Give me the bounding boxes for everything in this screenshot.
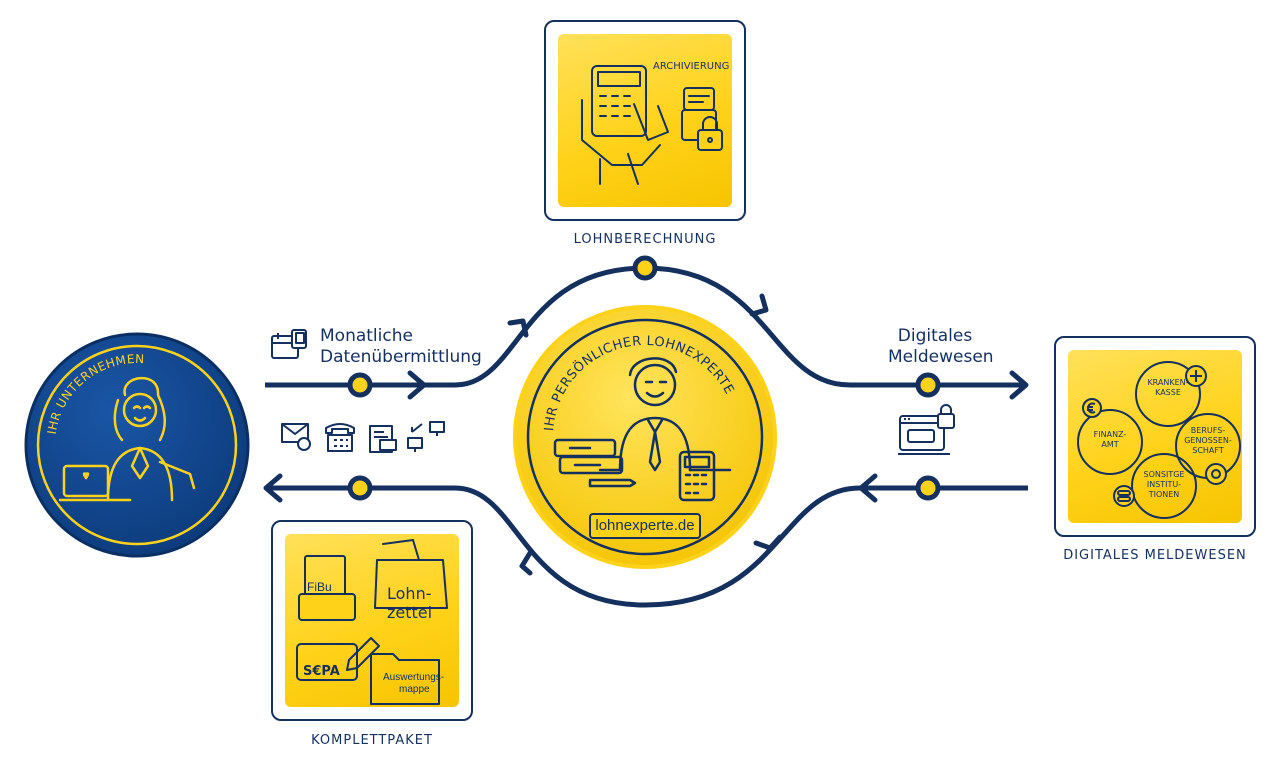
fibu-label: FiBu [307, 580, 332, 594]
website-badge[interactable]: lohnexperte.de [595, 517, 695, 534]
archive-label: ARCHIVIERUNG [653, 61, 730, 72]
bg-line-3: SCHAFT [1192, 446, 1224, 455]
incoming-flow-text: Monatliche Datenübermittlung [320, 326, 482, 367]
bg-line-2: GENOSSEN- [1184, 436, 1232, 445]
sepa-label: S€PA [303, 664, 340, 679]
lohnberechnung-card: ARCHIVIERUNG [544, 20, 746, 221]
calculator-hand-icon [581, 65, 723, 185]
company-circle [24, 332, 250, 558]
secure-browser-icon [898, 404, 955, 455]
lohnberechnung-caption: LOHNBERECHNUNG [573, 232, 717, 247]
krankenkasse-line-2: KASSE [1155, 388, 1181, 397]
meldewesen-caption: DIGITALES MELDEWESEN [1063, 548, 1247, 563]
mappe-label-1: Auswertungs- [383, 672, 445, 683]
lohnzettel-label-2: zettel [387, 603, 433, 622]
flow-line-bottom [268, 485, 1028, 608]
lohnberechnung-panel: ARCHIVIERUNG [558, 34, 732, 207]
sonstige-line-1: SONSITGE [1143, 470, 1185, 479]
mappe-label-2: mappe [399, 684, 430, 695]
meldewesen-card: KRANKEN- KASSE FINANZ- AMT BERUFS- GENOS… [1054, 336, 1256, 537]
lohnzettel-label-1: Lohn- [387, 584, 432, 603]
flow-nodes [347, 255, 941, 501]
komplettpaket-panel: FiBu Lohn- zettel S€PA Auswertungs- mapp… [285, 534, 459, 707]
businesswoman-icon [58, 376, 196, 502]
meldewesen-panel: KRANKEN- KASSE FINANZ- AMT BERUFS- GENOS… [1068, 350, 1242, 523]
sonstige-line-3: TIONEN [1148, 490, 1180, 499]
finanzamt-line-1: FINANZ- [1093, 430, 1127, 439]
komplettpaket-caption: KOMPLETTPAKET [311, 733, 433, 748]
bg-line-1: BERUFS- [1190, 426, 1226, 435]
payroll-expert-icon [553, 357, 732, 502]
expert-circle [513, 305, 777, 569]
institutions-icon [1077, 361, 1241, 519]
incoming-flow-label: Monatliche Datenübermittlung [320, 326, 482, 368]
komplettpaket-card: FiBu Lohn- zettel S€PA Auswertungs- mapp… [271, 520, 473, 721]
outgoing-flow-label: Digitales Meldewesen [888, 326, 994, 368]
finanzamt-line-2: AMT [1101, 440, 1119, 449]
document-bundle-icon [296, 539, 448, 705]
sonstige-label: SONSITGE INSTITU- TIONEN [1134, 470, 1194, 500]
website-badge-frame [589, 513, 701, 539]
finanzamt-label: FINANZ- AMT [1082, 430, 1138, 450]
krankenkasse-line-1: KRANKEN- [1147, 378, 1189, 387]
sonstige-line-2: INSTITU- [1146, 480, 1182, 489]
krankenkasse-label: KRANKEN- KASSE [1138, 378, 1198, 398]
arrowheads [263, 293, 1029, 576]
input-channel-icons [281, 421, 445, 453]
outgoing-flow-text: Digitales Meldewesen [888, 326, 994, 367]
calendar-docs-icon [271, 329, 307, 359]
berufsgenossenschaft-label: BERUFS- GENOSSEN- SCHAFT [1178, 426, 1238, 456]
